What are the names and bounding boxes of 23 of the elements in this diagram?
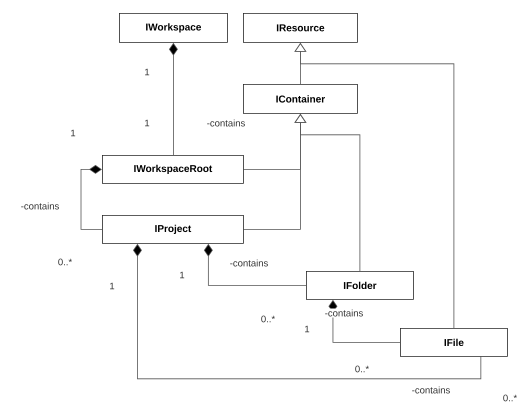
- edge-label: -contains: [410, 386, 452, 394]
- multiplicity-label: 0..*: [58, 258, 72, 266]
- multiplicity-label: 0..*: [261, 316, 275, 322]
- class-box: IResource: [243, 13, 358, 43]
- multiplicity-label: 0..*: [355, 366, 369, 372]
- multiplicity-label: 0..*: [503, 394, 517, 402]
- edge-label: -contains: [324, 308, 364, 318]
- multiplicity-label: 1: [305, 326, 310, 332]
- composition-line: [80, 164, 102, 230]
- multiplicity-label: 1: [145, 120, 150, 126]
- class-box: IFile: [400, 328, 508, 357]
- edge-label: -contains: [228, 258, 270, 268]
- class-box: IWorkspace: [119, 13, 228, 43]
- class-box: IFolder: [306, 271, 414, 300]
- multiplicity-label: 1: [145, 68, 150, 76]
- multiplicity-label: 1: [71, 130, 76, 136]
- class-box: IProject: [102, 215, 244, 244]
- multiplicity-label: 1: [180, 272, 184, 278]
- class-box: IWorkspaceRoot: [102, 155, 244, 184]
- edge-label: -contains: [206, 118, 246, 128]
- multiplicity-label: 1: [110, 282, 114, 290]
- edge-label: -contains: [20, 202, 60, 210]
- class-box: IContainer: [243, 84, 358, 114]
